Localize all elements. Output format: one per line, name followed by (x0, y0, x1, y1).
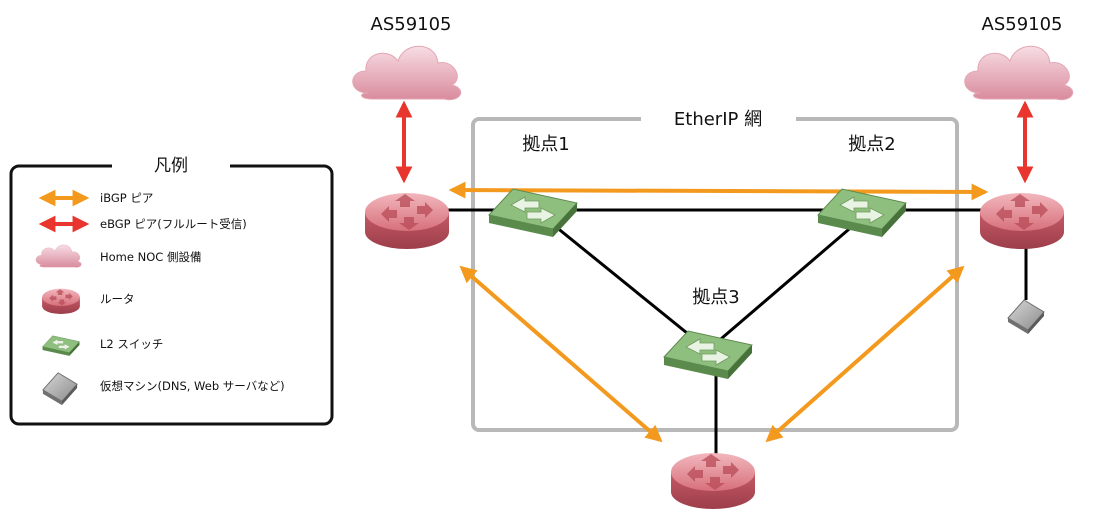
legend-label-switch: L2 スイッチ (100, 337, 163, 351)
ibgp-arrow-top (448, 181, 989, 201)
legend-label-ibgp: iBGP ピア (100, 191, 153, 205)
legend-label-ebgp: eBGP ピア(フルルート受信) (100, 217, 247, 231)
legend-title: 凡例 (154, 156, 188, 176)
etherip-network-label: EtherIP 網 (674, 109, 762, 130)
router-icon (42, 288, 80, 314)
ibgp-arrow-right-bottom (765, 265, 965, 443)
legend-label-cloud: Home NOC 側設備 (100, 250, 201, 264)
switch-site1 (488, 188, 578, 238)
site2-label: 拠点2 (848, 134, 895, 155)
site3-label: 拠点3 (692, 287, 739, 308)
cloud-left (352, 45, 462, 101)
ibgp-arrow-left-bottom (459, 265, 663, 443)
switch-site3 (663, 330, 753, 380)
virtual-machine (1007, 299, 1045, 335)
as-label-right: AS59105 (982, 14, 1063, 35)
physical-links (440, 208, 1028, 458)
site1-label: 拠点1 (522, 134, 569, 155)
cloud-right (964, 45, 1074, 101)
router-bottom (671, 453, 755, 509)
legend: 凡例 iBGP ピア eBGP ピア(フルルート受信) Home NOC 側設備… (9, 152, 334, 426)
as-label-left: AS59105 (371, 14, 452, 35)
legend-label-vm: 仮想マシン(DNS, Web サーバなど) (100, 379, 285, 393)
legend-label-router: ルータ (100, 292, 135, 306)
router-right (980, 193, 1064, 249)
router-left (365, 193, 449, 249)
switch-site2 (817, 188, 907, 238)
